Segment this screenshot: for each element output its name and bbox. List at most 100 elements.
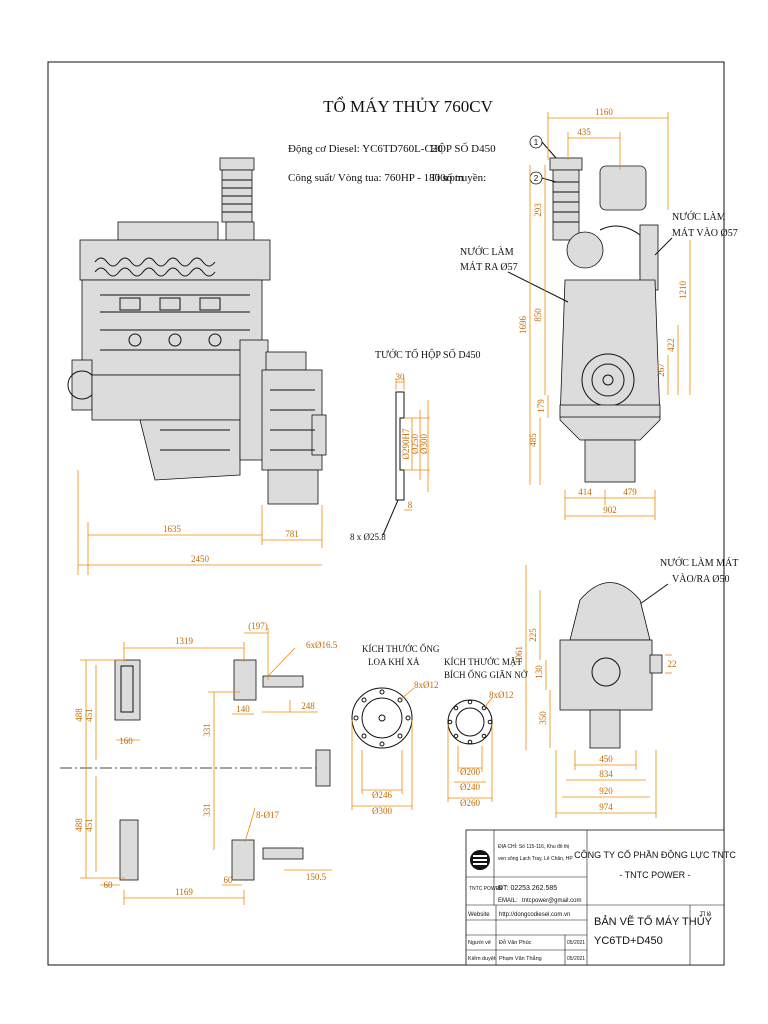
water-out-label-1: NƯỚC LÀM: [460, 246, 514, 258]
drawn-name: Đỗ Văn Phúc: [499, 939, 532, 946]
drawn-label: Người vẽ: [468, 940, 491, 946]
exhaust-label-1: KÍCH THƯỚC ỐNG: [362, 644, 440, 654]
address-line-2: ven sông Lạch Tray, Lê Chân, HP: [498, 856, 573, 862]
dim-197: (197): [248, 621, 268, 631]
drawing-title-block-1: BẢN VẼ TỔ MÁY THỦY: [594, 915, 713, 928]
dim-300: Ø300: [419, 434, 429, 454]
company-name: CÔNG TY CỔ PHẦN ĐỘNG LỰC TNTC: [574, 849, 736, 860]
svg-text:1: 1: [534, 138, 539, 147]
dim-451-bottom: 451: [84, 818, 94, 832]
dim-60-left: 60: [104, 880, 114, 890]
gearbox-flange-label: TƯỚC TỔ HỘP SỐ D450: [375, 348, 481, 361]
dim-flex-8x12: 8xØ12: [489, 690, 514, 700]
dim-1210: 1210: [678, 281, 688, 300]
water-gear-label-2: VÀO/RA Ø50: [672, 573, 730, 585]
dim-250: Ø250: [410, 434, 420, 454]
dim-293: 293: [533, 203, 543, 217]
dim-flex-200: Ø200: [460, 767, 480, 777]
email-label: EMAIL:: [498, 898, 518, 904]
dim-2450: 2450: [191, 554, 210, 564]
tntc-logo-icon: [470, 850, 490, 870]
sheet-frame: [47, 61, 725, 966]
engine-spec: Động cơ Diesel: YC6TD760L-C20: [288, 143, 443, 155]
water-in-label-1: NƯỚC LÀM: [672, 211, 726, 223]
dim-exhaust-300: Ø300: [372, 806, 392, 816]
flex-flange: 8xØ12 Ø200 Ø240 Ø260: [447, 690, 514, 808]
ratio-spec: Tỉ số truyền:: [430, 172, 486, 184]
dim-451-top: 451: [84, 708, 94, 722]
dim-8: 8: [408, 500, 413, 510]
dim-902: 902: [603, 505, 617, 515]
dim-8x17: 8-Ø17: [256, 810, 279, 820]
email: tntcpower@gmail.com: [522, 898, 581, 904]
water-gear-label-1: NƯỚC LÀM MÁT: [660, 557, 738, 569]
dim-flex-240: Ø240: [460, 782, 480, 792]
gearbox-end-view: 1061 225 130 350 22 450 834 920 974: [514, 565, 677, 818]
dim-exhaust-246: Ø246: [372, 790, 392, 800]
dim-160: 160: [119, 736, 133, 746]
callout-marker-1: 1: [529, 135, 557, 159]
dim-485: 485: [528, 433, 538, 447]
dim-130: 130: [534, 665, 544, 679]
water-out-label-2: MÁT RA Ø57: [460, 261, 518, 273]
exhaust-label-2: LOA KHÍ XẢ: [368, 657, 420, 667]
dim-flex-260: Ø260: [460, 798, 480, 808]
title-block: TNTC POWER ĐỊA CHỈ: Số 115-116, Khu đô t…: [465, 829, 736, 966]
dim-8x25-8: 8 x Ø25.8: [350, 532, 386, 542]
dim-850: 850: [533, 308, 543, 322]
website: http://dongcodiesel.com.vn: [499, 912, 570, 918]
dim-30: 30: [396, 372, 406, 382]
dim-435: 435: [577, 127, 591, 137]
drawn-date: 05/2021: [567, 940, 585, 946]
dim-22: 22: [668, 659, 677, 669]
water-in-label-2: MÁT VÀO Ø57: [672, 227, 738, 239]
phone: ĐT: 02253.262.585: [498, 885, 557, 892]
dim-331-bottom: 331: [202, 803, 212, 817]
side-view-dimensions: 1635 781 2450: [77, 470, 323, 575]
dim-350: 350: [538, 711, 548, 725]
dim-414: 414: [578, 487, 592, 497]
dim-974: 974: [599, 802, 613, 812]
dim-150-5: 150.5: [306, 872, 327, 882]
checked-name: Phạm Văn Thắng: [499, 955, 542, 962]
dim-450: 450: [599, 754, 613, 764]
front-view-dimensions: 1160 435 293 850 1696 1210 422 267 179 4…: [518, 107, 691, 520]
dim-331-top: 331: [202, 723, 212, 737]
dim-248: 248: [301, 701, 315, 711]
drawing-title: TỔ MÁY THỦY 760CV: [323, 96, 494, 116]
gearbox-spec: HỘP SỐ D450: [430, 142, 496, 155]
logo-text: TNTC POWER: [469, 886, 503, 892]
dim-179: 179: [536, 399, 546, 413]
dim-60-right: 60: [224, 875, 234, 885]
gearbox-flange-detail: 30 Ø290H7 Ø250 Ø300 8 8 x Ø25.8: [350, 372, 430, 542]
dim-781: 781: [285, 529, 299, 539]
dim-422: 422: [666, 338, 676, 352]
dim-1169: 1169: [175, 887, 193, 897]
dim-1696: 1696: [518, 316, 528, 335]
scale-label: Tỉ lệ: [700, 911, 712, 918]
dim-834: 834: [599, 769, 613, 779]
dim-6x16-5: 6xØ16.5: [306, 640, 338, 650]
flex-label-2: BÍCH ỐNG GIÃN NỞ: [444, 670, 528, 680]
dim-290h7: Ø290H7: [401, 428, 411, 459]
power-spec: Công suất/ Vòng tua: 760HP - 1800rpm: [288, 172, 464, 184]
dim-479: 479: [623, 487, 637, 497]
checked-label: Kiểm duyệt: [468, 955, 496, 962]
dim-267: 267: [656, 363, 666, 377]
dim-140: 140: [236, 704, 250, 714]
checked-date: 05/2021: [567, 956, 585, 962]
website-label: Website: [468, 912, 490, 918]
flex-label-1: KÍCH THƯỚC MẶT: [444, 657, 522, 667]
base-mount-plan: 1319 (197) 6xØ16.5 488 451 160 140 331 2…: [60, 621, 338, 905]
dim-1160: 1160: [595, 107, 613, 117]
dim-1319: 1319: [175, 636, 194, 646]
svg-text:2: 2: [534, 174, 539, 183]
side-view-engine: [67, 157, 327, 505]
drawing-title-block-2: YC6TD+D450: [594, 935, 663, 947]
callout-marker-2: 2: [529, 171, 557, 185]
dim-225: 225: [528, 628, 538, 642]
dim-1635: 1635: [163, 524, 182, 534]
exhaust-flange: 8xØ12 Ø246 Ø300: [351, 680, 439, 816]
dim-920: 920: [599, 786, 613, 796]
